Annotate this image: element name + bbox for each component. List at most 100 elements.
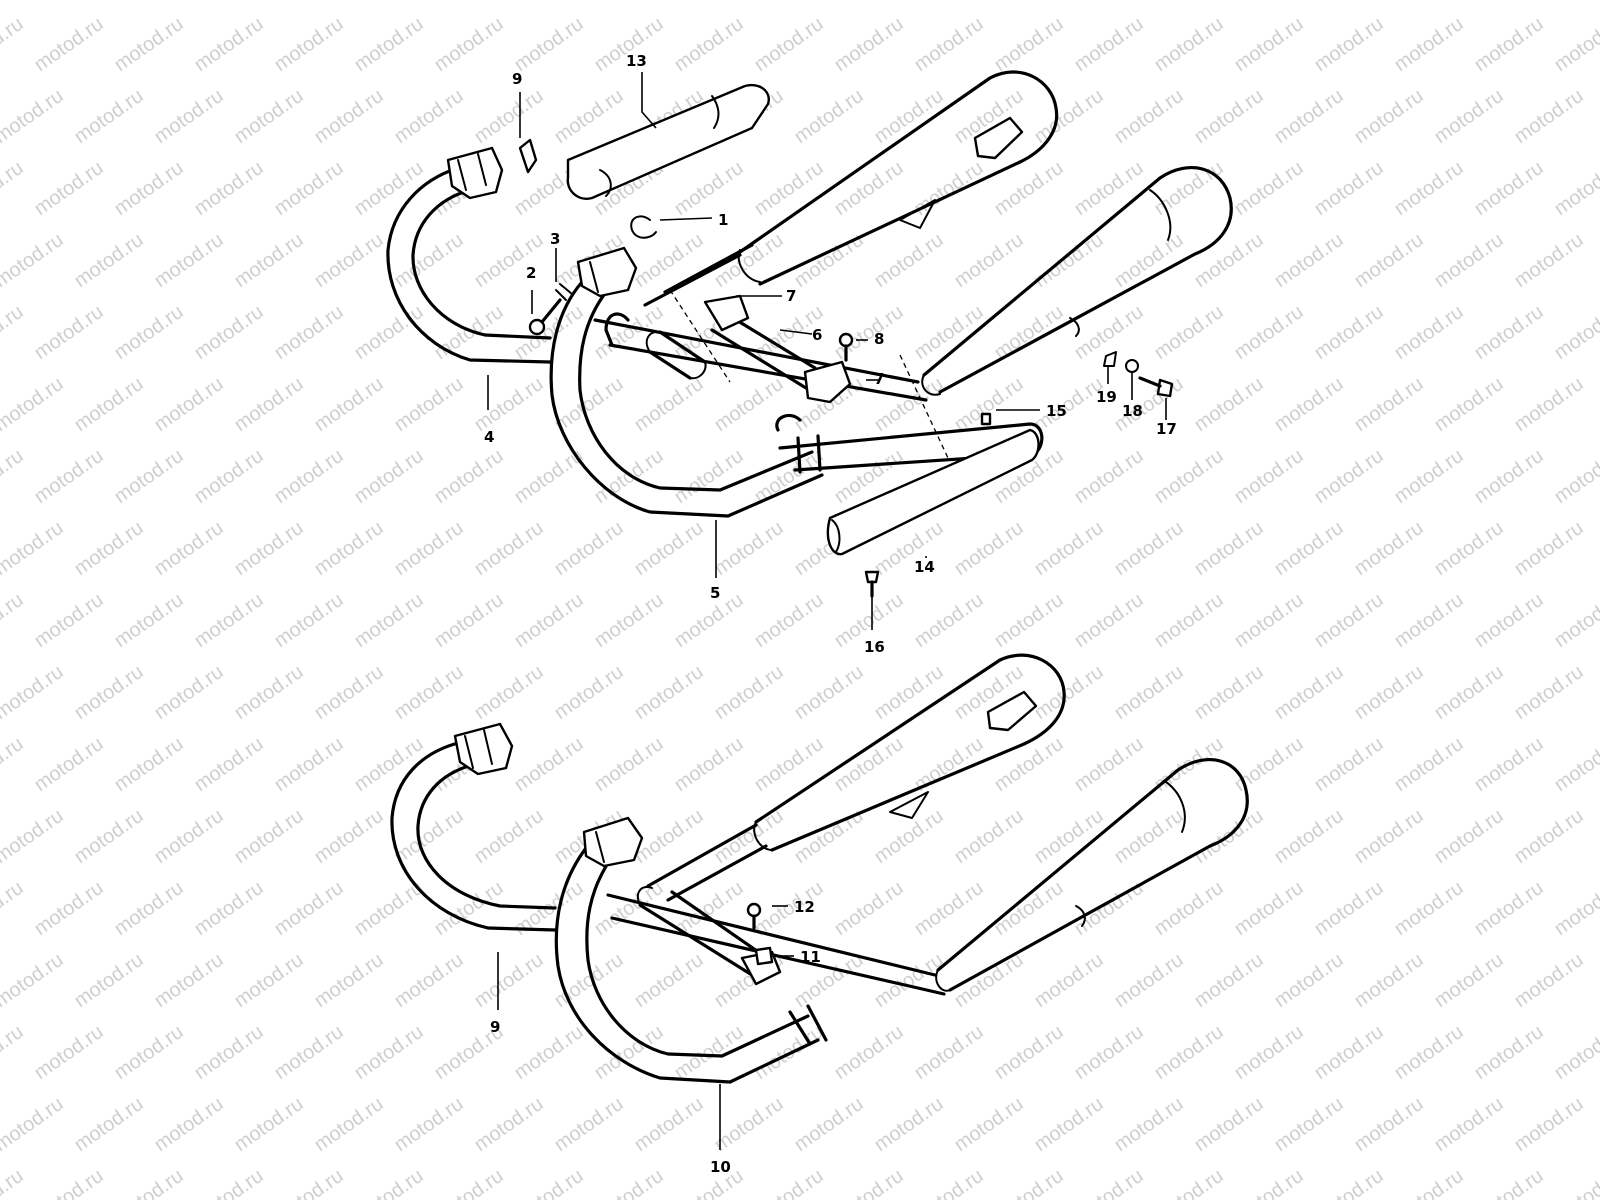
watermark-text: motod.ru [830,13,907,76]
watermark-text: motod.ru [1070,589,1147,652]
watermark-text: motod.ru [350,445,427,508]
watermark-text: motod.ru [190,1021,267,1084]
watermark-text: motod.ru [1030,0,1107,4]
watermark-text: motod.ru [150,229,227,292]
watermark-text: motod.ru [390,0,467,4]
watermark-text: motod.ru [350,157,427,220]
watermark-text: motod.ru [110,13,187,76]
watermark-text: motod.ru [1390,877,1467,940]
watermark-text: motod.ru [1030,661,1107,724]
watermark-text: motod.ru [670,157,747,220]
heat-shield-upper [566,83,770,200]
watermark-text: motod.ru [470,0,547,4]
callout-9: 9 [490,1018,500,1036]
muffler-upper-bottom [753,653,1066,852]
nut-19 [1103,351,1117,367]
watermark-text: motod.ru [0,1021,28,1084]
callout-7-upper: 7 [786,287,796,305]
watermark-text: motod.ru [510,589,587,652]
watermark-text: motod.ru [230,373,307,436]
watermark-text: motod.ru [1510,229,1587,292]
watermark-text: motod.ru [1390,1021,1467,1084]
watermark-text: motod.ru [1350,85,1427,148]
watermark-text: motod.ru [870,805,947,868]
watermark-text: motod.ru [30,1021,107,1084]
watermark-text: motod.ru [1350,229,1427,292]
watermark-text: motod.ru [1070,1021,1147,1084]
watermark-text: motod.ru [750,1165,827,1200]
bolt-15 [980,412,992,426]
watermark-text: motod.ru [630,517,707,580]
watermark-text: motod.ru [670,589,747,652]
watermark-text: motod.ru [1190,661,1267,724]
watermark-text: motod.ru [1150,301,1227,364]
watermark-text: motod.ru [1510,1093,1587,1156]
watermark-text: motod.ru [1110,1093,1187,1156]
watermark-text: motod.ru [470,517,547,580]
watermark-text: motod.ru [110,877,187,940]
watermark-text: motod.ru [830,1165,907,1200]
watermark-text: motod.ru [230,805,307,868]
watermark-text: motod.ru [910,13,987,76]
callout-8: 8 [874,330,884,348]
watermark-text: motod.ru [1270,373,1347,436]
watermark-text: motod.ru [470,373,547,436]
watermark-text: motod.ru [1350,661,1427,724]
watermark-text: motod.ru [750,13,827,76]
watermark-text: motod.ru [1470,733,1547,796]
watermark-text: motod.ru [750,733,827,796]
watermark-text: motod.ru [30,877,107,940]
heat-shield-lower [826,428,1040,556]
clamp-9 [518,138,538,174]
watermark-text: motod.ru [0,1093,68,1156]
watermark-text: motod.ru [190,157,267,220]
watermark-text: motod.ru [0,1165,28,1200]
watermark-text: motod.ru [150,373,227,436]
watermark-text: motod.ru [590,445,667,508]
watermark-text: motod.ru [990,1165,1067,1200]
leader-lines-top [487,72,1167,630]
watermark-text: motod.ru [430,301,507,364]
watermark-text: motod.ru [830,157,907,220]
watermark-text: motod.ru [1350,373,1427,436]
watermark-text: motod.ru [230,517,307,580]
watermark-text: motod.ru [1390,301,1467,364]
watermark-text: motod.ru [1390,589,1467,652]
watermark-text: motod.ru [310,805,387,868]
watermark-text: motod.ru [0,949,68,1012]
watermark-text: motod.ru [110,1021,187,1084]
watermark-text: motod.ru [1270,229,1347,292]
watermark-text: motod.ru [590,877,667,940]
watermark-text: motod.ru [190,13,267,76]
watermark-text: motod.ru [1310,445,1387,508]
watermark-text: motod.ru [870,229,947,292]
watermark-text: motod.ru [1110,949,1187,1012]
watermark-text: motod.ru [1470,445,1547,508]
watermark-text: motod.ru [1550,445,1600,508]
watermark-text: motod.ru [310,661,387,724]
watermark-text: motod.ru [990,157,1067,220]
watermark-text: motod.ru [1550,1165,1600,1200]
watermark-text: motod.ru [270,1021,347,1084]
watermark-text: motod.ru [710,0,787,4]
exhaust-pipe-left-bottom [390,722,557,932]
watermark-text: motod.ru [1190,949,1267,1012]
watermark-text: motod.ru [0,517,68,580]
callout-6: 6 [812,326,822,344]
watermark-text: motod.ru [0,13,28,76]
watermark-text: motod.ru [590,1165,667,1200]
watermark-text: motod.ru [1510,661,1587,724]
watermark-text: motod.ru [350,13,427,76]
watermark-text: motod.ru [1550,157,1600,220]
watermark-text: motod.ru [470,85,547,148]
watermark-text: motod.ru [110,445,187,508]
watermark-text: motod.ru [910,877,987,940]
watermark-text: motod.ru [870,661,947,724]
exhaust-assembly-top [386,70,1233,630]
watermark-text: motod.ru [670,733,747,796]
watermark-text: motod.ru [390,805,467,868]
watermark-text: motod.ru [0,0,68,4]
watermark-text: motod.ru [990,589,1067,652]
bolt-8 [838,332,854,362]
watermark-text: motod.ru [1390,1165,1467,1200]
